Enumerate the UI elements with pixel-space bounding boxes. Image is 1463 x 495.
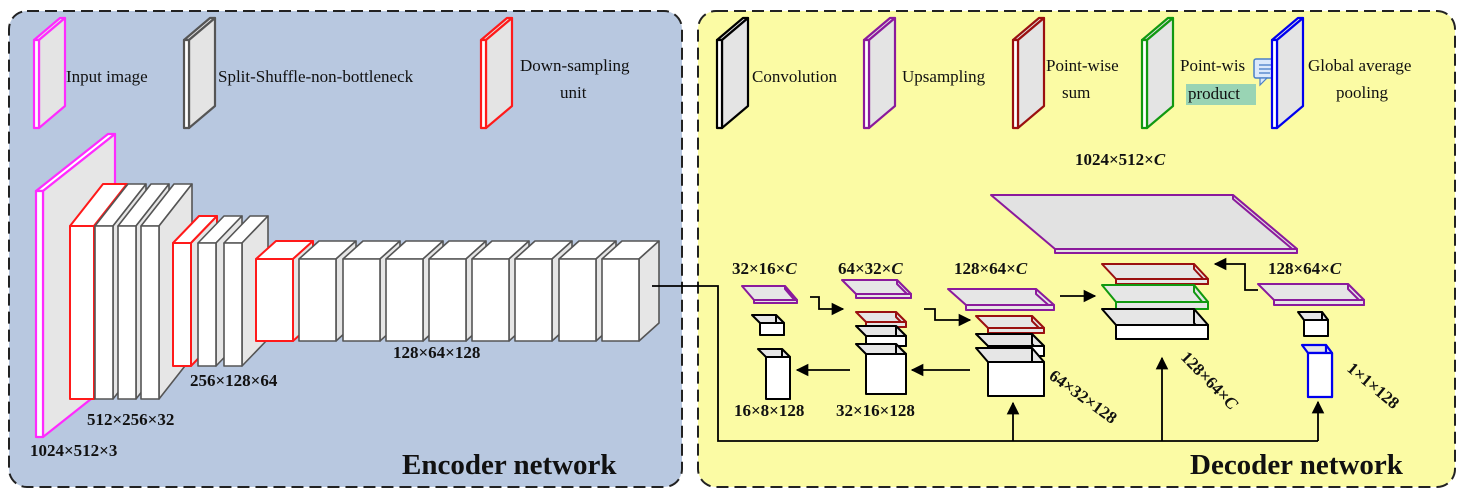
decoder-upsample-large	[990, 194, 1298, 254]
decoder-conv-b2-a	[855, 325, 907, 347]
decoder-conv-f1-small	[751, 314, 785, 336]
legend-pointwise-sum-label-1: Point-wise	[1046, 56, 1119, 75]
decoder-upsample-b3	[947, 288, 1055, 311]
dim-decoder-f1: 16×8×128	[734, 401, 804, 420]
legend-gap-label-1: Global average	[1308, 56, 1411, 75]
dim-decoder-b1: 32×16×C	[732, 259, 797, 278]
upsampling-icon	[862, 16, 897, 130]
legend-input-image-label: Input image	[66, 67, 148, 86]
global-average-pooling-icon	[1270, 16, 1305, 130]
legend-input-image-icon	[32, 16, 67, 130]
convolution-icon	[715, 16, 750, 130]
connectors	[652, 257, 1325, 442]
arrow-b2-to-b3	[924, 308, 972, 327]
dim-encoder-2: 512×256×32	[87, 410, 174, 429]
decoder-conv-b4-small	[1297, 311, 1329, 337]
split-shuffle-icon	[182, 16, 217, 130]
legend-pointwise-sum-label-2: sum	[1062, 83, 1090, 102]
decoder-upsample-b1	[741, 285, 798, 304]
legend-downsampling-label-1: Down-sampling	[520, 56, 630, 75]
encoder-ss-block-3-8	[601, 240, 660, 342]
legend-pointwise-sum-icon	[1011, 16, 1046, 130]
input-image-icon	[32, 16, 67, 130]
legend-split-shuffle-label: Split-Shuffle-non-bottleneck	[218, 67, 414, 86]
legend-downsampling-icon	[479, 16, 514, 130]
legend-downsampling-label-2: unit	[560, 83, 587, 102]
legend-convolution-label: Convolution	[752, 67, 838, 86]
legend-upsampling-icon	[862, 16, 897, 130]
dim-encoder-3: 256×128×64	[190, 371, 278, 390]
legend-pointwise-product-icon	[1140, 16, 1175, 130]
decoder-upsample-b2	[841, 279, 912, 299]
decoder-title: Decoder network	[1190, 449, 1404, 481]
decoder-conv-b3-b	[975, 347, 1045, 397]
legend-gap-label-2: pooling	[1336, 83, 1388, 102]
dim-encoder-4: 128×64×128	[393, 343, 480, 362]
dim-decoder-b2: 64×32×C	[838, 259, 903, 278]
encoder-title: Encoder network	[402, 449, 617, 481]
decoder-conv-f1	[757, 348, 791, 400]
downsampling-icon	[479, 16, 514, 130]
decoder-blocks	[741, 194, 1365, 400]
decoder-conv-top	[1101, 308, 1209, 340]
legend-convolution-icon	[715, 16, 750, 130]
decoder-product	[1101, 284, 1209, 310]
product-highlight	[1186, 84, 1256, 105]
dim-decoder-b4: 128×64×C	[1268, 259, 1342, 278]
legend-pointwise-product-label-1: Point-wis	[1180, 56, 1245, 75]
pointwise-sum-icon	[1011, 16, 1046, 130]
dim-decoder-b3: 128×64×C	[954, 259, 1028, 278]
pointwise-product-icon	[1140, 16, 1175, 130]
dim-encoder-1: 1024×512×3	[30, 441, 117, 460]
skip-connection-line	[652, 285, 1318, 442]
encoder-blocks	[34, 132, 660, 439]
arrow-b4-to-top	[1213, 257, 1258, 291]
dim-decoder-top: 1024×512×C	[1075, 150, 1166, 169]
legend-pointwise-product-label-2: product	[1188, 84, 1240, 103]
legend-split-shuffle-icon	[182, 16, 217, 130]
arrow-b1-to-b2	[810, 296, 845, 316]
decoder-gap-block	[1300, 343, 1334, 399]
decoder-upsample-b4	[1257, 283, 1365, 306]
legend-upsampling-label: Upsampling	[902, 67, 986, 86]
decoder-sum-b3	[975, 315, 1045, 334]
decoder-conv-b2-b	[855, 343, 907, 395]
dim-decoder-f2: 32×16×128	[836, 401, 915, 420]
legend-gap-icon	[1270, 16, 1305, 130]
decoder-sum-top	[1101, 263, 1209, 285]
